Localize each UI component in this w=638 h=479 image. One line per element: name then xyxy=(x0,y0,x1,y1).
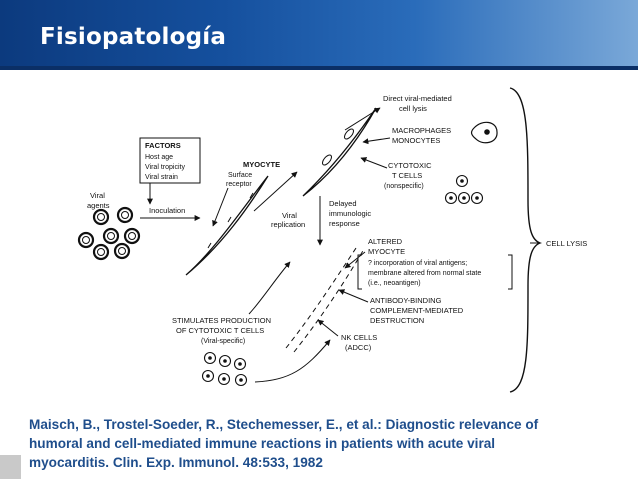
svg-text:immunologic: immunologic xyxy=(329,209,371,218)
svg-text:MYOCYTE: MYOCYTE xyxy=(368,247,405,256)
svg-text:STIMULATES PRODUCTION: STIMULATES PRODUCTION xyxy=(172,316,271,325)
myocyte-cell xyxy=(185,175,269,276)
corner-decoration xyxy=(0,455,21,479)
svg-text:response: response xyxy=(329,219,360,228)
viral-agents: Viral agents xyxy=(77,191,141,261)
citation-line: humoral and cell-mediated immune reactio… xyxy=(29,436,496,451)
svg-text:MONOCYTES: MONOCYTES xyxy=(392,136,440,145)
myocyte-label: MYOCYTE xyxy=(243,160,280,169)
svg-text:OF CYTOTOXIC T CELLS: OF CYTOTOXIC T CELLS xyxy=(176,326,264,335)
svg-text:Delayed: Delayed xyxy=(329,199,357,208)
svg-text:ANTIBODY-BINDING: ANTIBODY-BINDING xyxy=(370,296,442,305)
title-bar xyxy=(0,0,638,66)
slide-title: Fisiopatología xyxy=(40,24,227,50)
svg-text:Viral: Viral xyxy=(282,211,297,220)
svg-text:agents: agents xyxy=(87,201,110,210)
title-bar-underline xyxy=(0,66,638,70)
pathophysiology-diagram: FACTORS Host age Viral tropicity Viral s… xyxy=(77,87,587,393)
cell-lysis-label: CELL LYSIS xyxy=(546,239,587,248)
citation: Maisch, B., Trostel-Soeder, R., Stecheme… xyxy=(29,415,629,472)
svg-text:Surface: Surface xyxy=(228,172,252,179)
factors-heading: FACTORS xyxy=(145,141,181,150)
svg-text:Direct viral-mediated: Direct viral-mediated xyxy=(383,94,452,103)
svg-text:Viral: Viral xyxy=(90,191,105,200)
citation-line: myocarditis. Clin. Exp. Immunol. 48:533,… xyxy=(29,455,323,470)
svg-text:COMPLEMENT-MEDIATED: COMPLEMENT-MEDIATED xyxy=(370,306,464,315)
svg-text:NK CELLS: NK CELLS xyxy=(341,333,377,342)
svg-text:cell lysis: cell lysis xyxy=(399,104,427,113)
t-cells-nonspecific xyxy=(444,174,484,205)
cell-lysis-brace xyxy=(509,87,542,393)
svg-text:(ADCC): (ADCC) xyxy=(345,343,372,352)
factors-item: Host age xyxy=(145,154,173,161)
factors-box: FACTORS Host age Viral tropicity Viral s… xyxy=(139,137,201,205)
svg-text:DESTRUCTION: DESTRUCTION xyxy=(370,316,424,325)
factors-item: Viral tropicity xyxy=(145,164,185,171)
inoculation-label: Inoculation xyxy=(149,206,185,215)
svg-text:(i.e., neoantigen): (i.e., neoantigen) xyxy=(368,280,421,287)
svg-text:(nonspecific): (nonspecific) xyxy=(384,183,424,190)
svg-text:membrane altered from normal s: membrane altered from normal state xyxy=(368,270,481,277)
svg-text:ALTERED: ALTERED xyxy=(368,237,403,246)
factors-item: Viral strain xyxy=(145,174,178,181)
svg-text:? incorporation of viral antig: ? incorporation of viral antigens; xyxy=(368,260,467,267)
citation-line: Maisch, B., Trostel-Soeder, R., Stecheme… xyxy=(29,417,539,432)
svg-text:CYTOTOXIC: CYTOTOXIC xyxy=(388,161,432,170)
svg-text:MACROPHAGES: MACROPHAGES xyxy=(392,126,451,135)
svg-text:(Viral-specific): (Viral-specific) xyxy=(201,338,245,345)
infected-myocyte xyxy=(302,107,377,197)
svg-text:receptor: receptor xyxy=(226,181,252,188)
altered-myocyte-dashed xyxy=(285,244,365,353)
svg-text:replication: replication xyxy=(271,220,305,229)
t-cells-viral-specific xyxy=(201,351,248,387)
svg-text:T CELLS: T CELLS xyxy=(392,171,422,180)
